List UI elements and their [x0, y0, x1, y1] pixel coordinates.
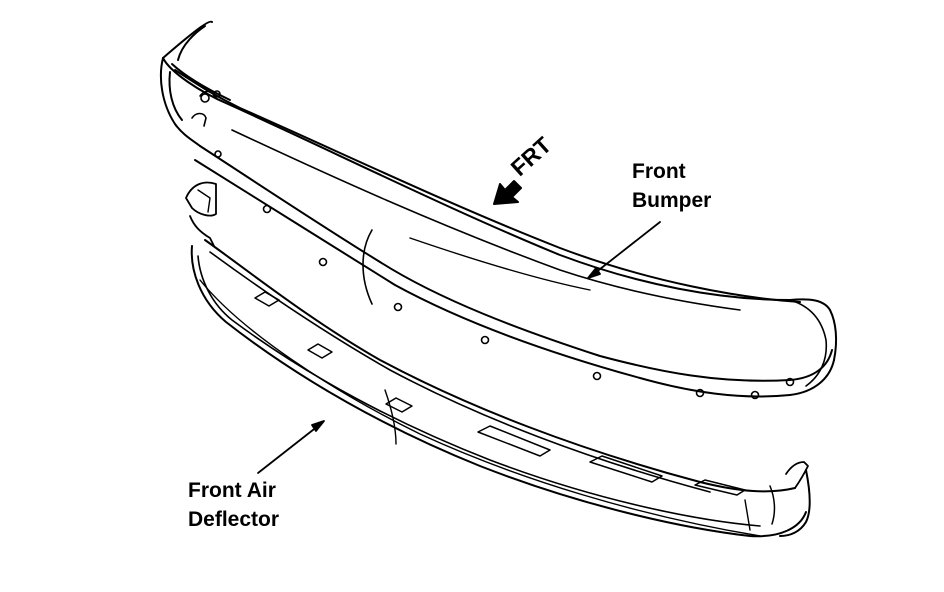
frt-direction-arrow [493, 180, 522, 205]
front-air-deflector-label-line-1: Front Air [188, 479, 276, 502]
front-air-deflector-label-line-2: Deflector [188, 508, 280, 531]
front-bumper-drawing [160, 20, 838, 400]
front-air-deflector-label: Front Air Deflector [188, 476, 279, 534]
front-air-deflector-drawing [185, 181, 811, 538]
front-bumper-label-line-2: Bumper [632, 189, 712, 212]
leader-line-front-bumper [587, 221, 661, 279]
front-bumper-label: Front Bumper [632, 157, 711, 215]
leader-line-front-air-deflector [257, 420, 325, 474]
front-bumper-label-line-1: Front [632, 160, 686, 183]
